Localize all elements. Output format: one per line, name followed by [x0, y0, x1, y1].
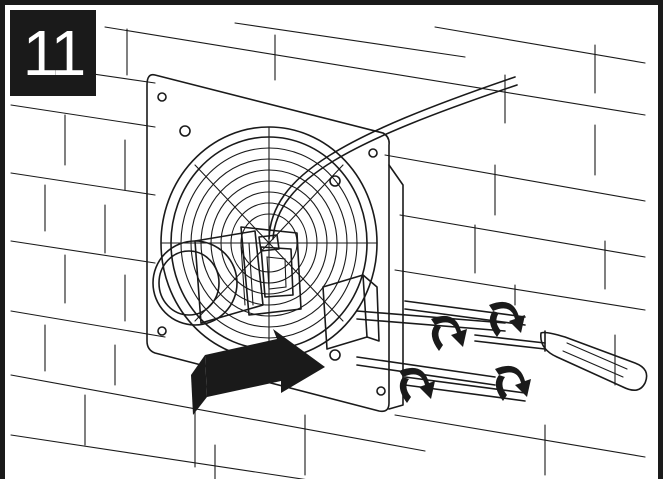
wall-fan-icon — [146, 73, 404, 413]
brick-wall-icon — [10, 22, 646, 479]
power-cable-icon — [268, 76, 516, 240]
rotation-arrow-icon — [399, 301, 531, 403]
fan-installation-illustration — [10, 22, 648, 479]
wall-plug-icon — [322, 274, 380, 350]
step-number-badge: 11 — [10, 10, 96, 96]
fan-motor-icon — [152, 230, 264, 326]
junction-box-icon — [240, 226, 302, 316]
push-arrow-icon — [205, 329, 325, 397]
screwdriver-icon — [474, 330, 648, 391]
